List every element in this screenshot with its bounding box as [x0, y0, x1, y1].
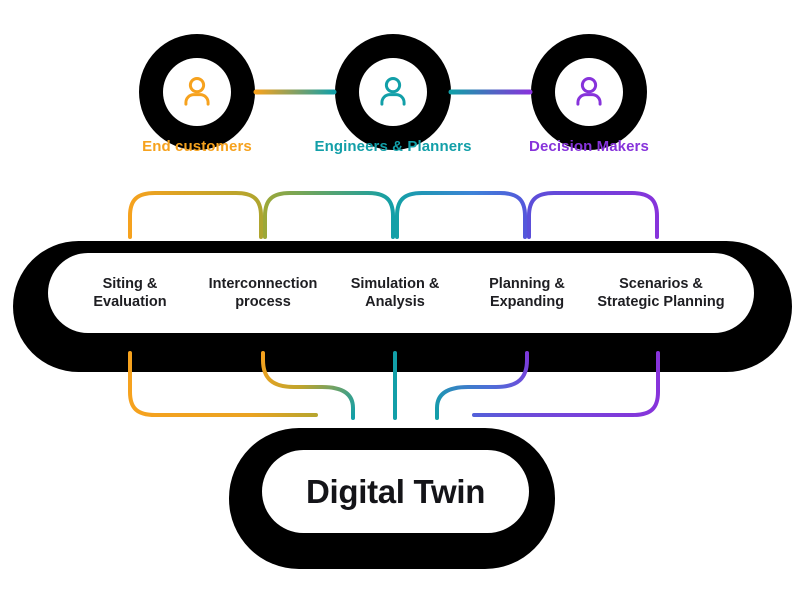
person-icon — [576, 77, 602, 106]
digital-twin-pill: Digital Twin — [262, 450, 529, 533]
stage-scenarios-strategic: Scenarios & Strategic Planning — [597, 275, 725, 310]
persona-end-customers: End customers — [117, 34, 277, 164]
person-icon — [184, 77, 210, 106]
persona-circle — [359, 58, 427, 126]
stage-planning-expanding: Planning & Expanding — [489, 275, 565, 310]
bracket-stage3-stage4 — [395, 191, 527, 239]
persona-circle — [555, 58, 623, 126]
process-pill — [48, 253, 754, 333]
persona-label: End customers — [142, 138, 252, 155]
persona-decision-makers: Decision Makers — [509, 34, 669, 164]
stage-siting-evaluation: Siting & Evaluation — [93, 275, 167, 310]
stage-simulation-analysis: Simulation & Analysis — [350, 275, 440, 310]
bracket-stage2-stage3 — [263, 191, 395, 239]
person-icon — [380, 77, 406, 106]
persona-circle — [163, 58, 231, 126]
digital-twin-label: Digital Twin — [305, 472, 486, 510]
bracket-stage4-stage5 — [527, 191, 659, 239]
bracket-stage1-stage2 — [128, 191, 263, 239]
persona-label: Engineers & Planners — [314, 138, 472, 155]
persona-label: Decision Makers — [529, 138, 649, 155]
persona-engineers-planners: Engineers & Planners — [313, 34, 473, 164]
stage-interconnection: Interconnection process — [208, 275, 318, 310]
